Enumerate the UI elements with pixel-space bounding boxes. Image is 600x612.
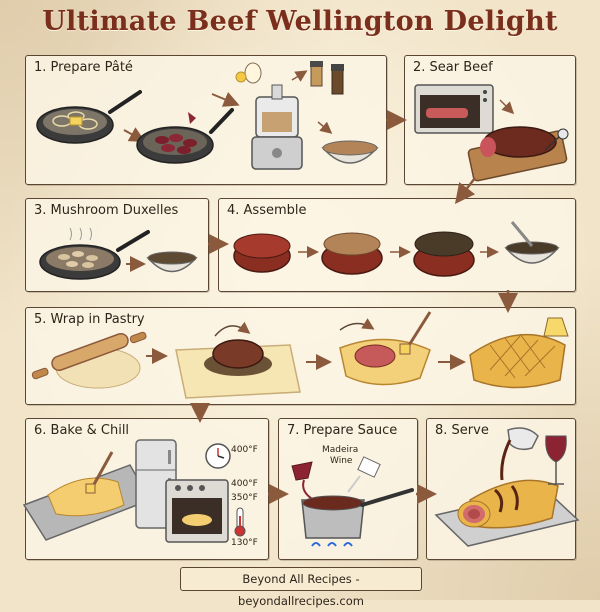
step-label: 8. Serve [435, 423, 489, 438]
bowl-of-duxelles-with-spoon-icon [504, 221, 560, 264]
sliced-beef-wellington-icon [457, 479, 559, 529]
gravy-boat-icon [500, 427, 539, 481]
thermometer-temp-label: 130°F [231, 538, 258, 548]
step-label: 5. Wrap in Pastry [34, 312, 145, 327]
wrapped-log-with-brush-icon [339, 311, 432, 386]
oven-temp-label: 400°F [231, 479, 258, 489]
bottle-label: Madeira [322, 445, 358, 455]
egg-icon [235, 62, 262, 84]
rolling-pin-icon [31, 331, 147, 389]
step-label: 2. Sear Beef [413, 60, 493, 75]
pastry-sheet-with-beef-icon [175, 321, 301, 399]
footer-credit: Beyond All Recipes - beyondallrecipes.co… [180, 567, 422, 608]
oven-broiler-icon [414, 84, 494, 134]
step-label: 6. Bake & Chill [34, 423, 130, 438]
oven-temp-label: 350°F [231, 493, 258, 503]
oven-with-wellington-icon [165, 479, 229, 543]
beef-with-duxelles-icon [413, 231, 475, 277]
step-label: 1. Prepare Pâté [34, 60, 133, 75]
step-panel-mushroom-duxelles: 3. Mushroom Duxelles [25, 198, 209, 292]
pan-with-mushrooms-icon [39, 227, 150, 280]
seared-beef-on-board-icon [467, 126, 569, 182]
baking-tray-with-brush-icon [22, 451, 152, 541]
beef-with-pate-icon [321, 232, 383, 275]
thermometer-icon [234, 507, 246, 537]
beef-fillet-icon [233, 233, 291, 273]
saucepan-on-stove-icon [301, 488, 414, 547]
step-label: 7. Prepare Sauce [287, 423, 398, 438]
step-label: 3. Mushroom Duxelles [34, 203, 179, 218]
cream-cup-icon [347, 456, 381, 493]
pan-with-livers-icon [136, 108, 234, 164]
egg-washed-pastry-log-icon [469, 317, 569, 389]
bowl-of-duxelles-icon [146, 251, 198, 273]
bowl-of-pate-icon [321, 140, 379, 164]
wine-glass-pouring-icon [291, 461, 315, 501]
step-label: 4. Assemble [227, 203, 307, 218]
pan-with-butter-onions-icon [36, 90, 142, 144]
page-title: Ultimate Beef Wellington Delight [42, 6, 558, 37]
oven-temp-label: 400°F [231, 445, 258, 455]
food-processor-icon [251, 84, 303, 170]
bottle-label: Wine [330, 456, 353, 466]
spice-jars-icon [310, 61, 344, 95]
timer-clock-icon [205, 443, 231, 469]
wine-glass-icon [545, 435, 567, 485]
